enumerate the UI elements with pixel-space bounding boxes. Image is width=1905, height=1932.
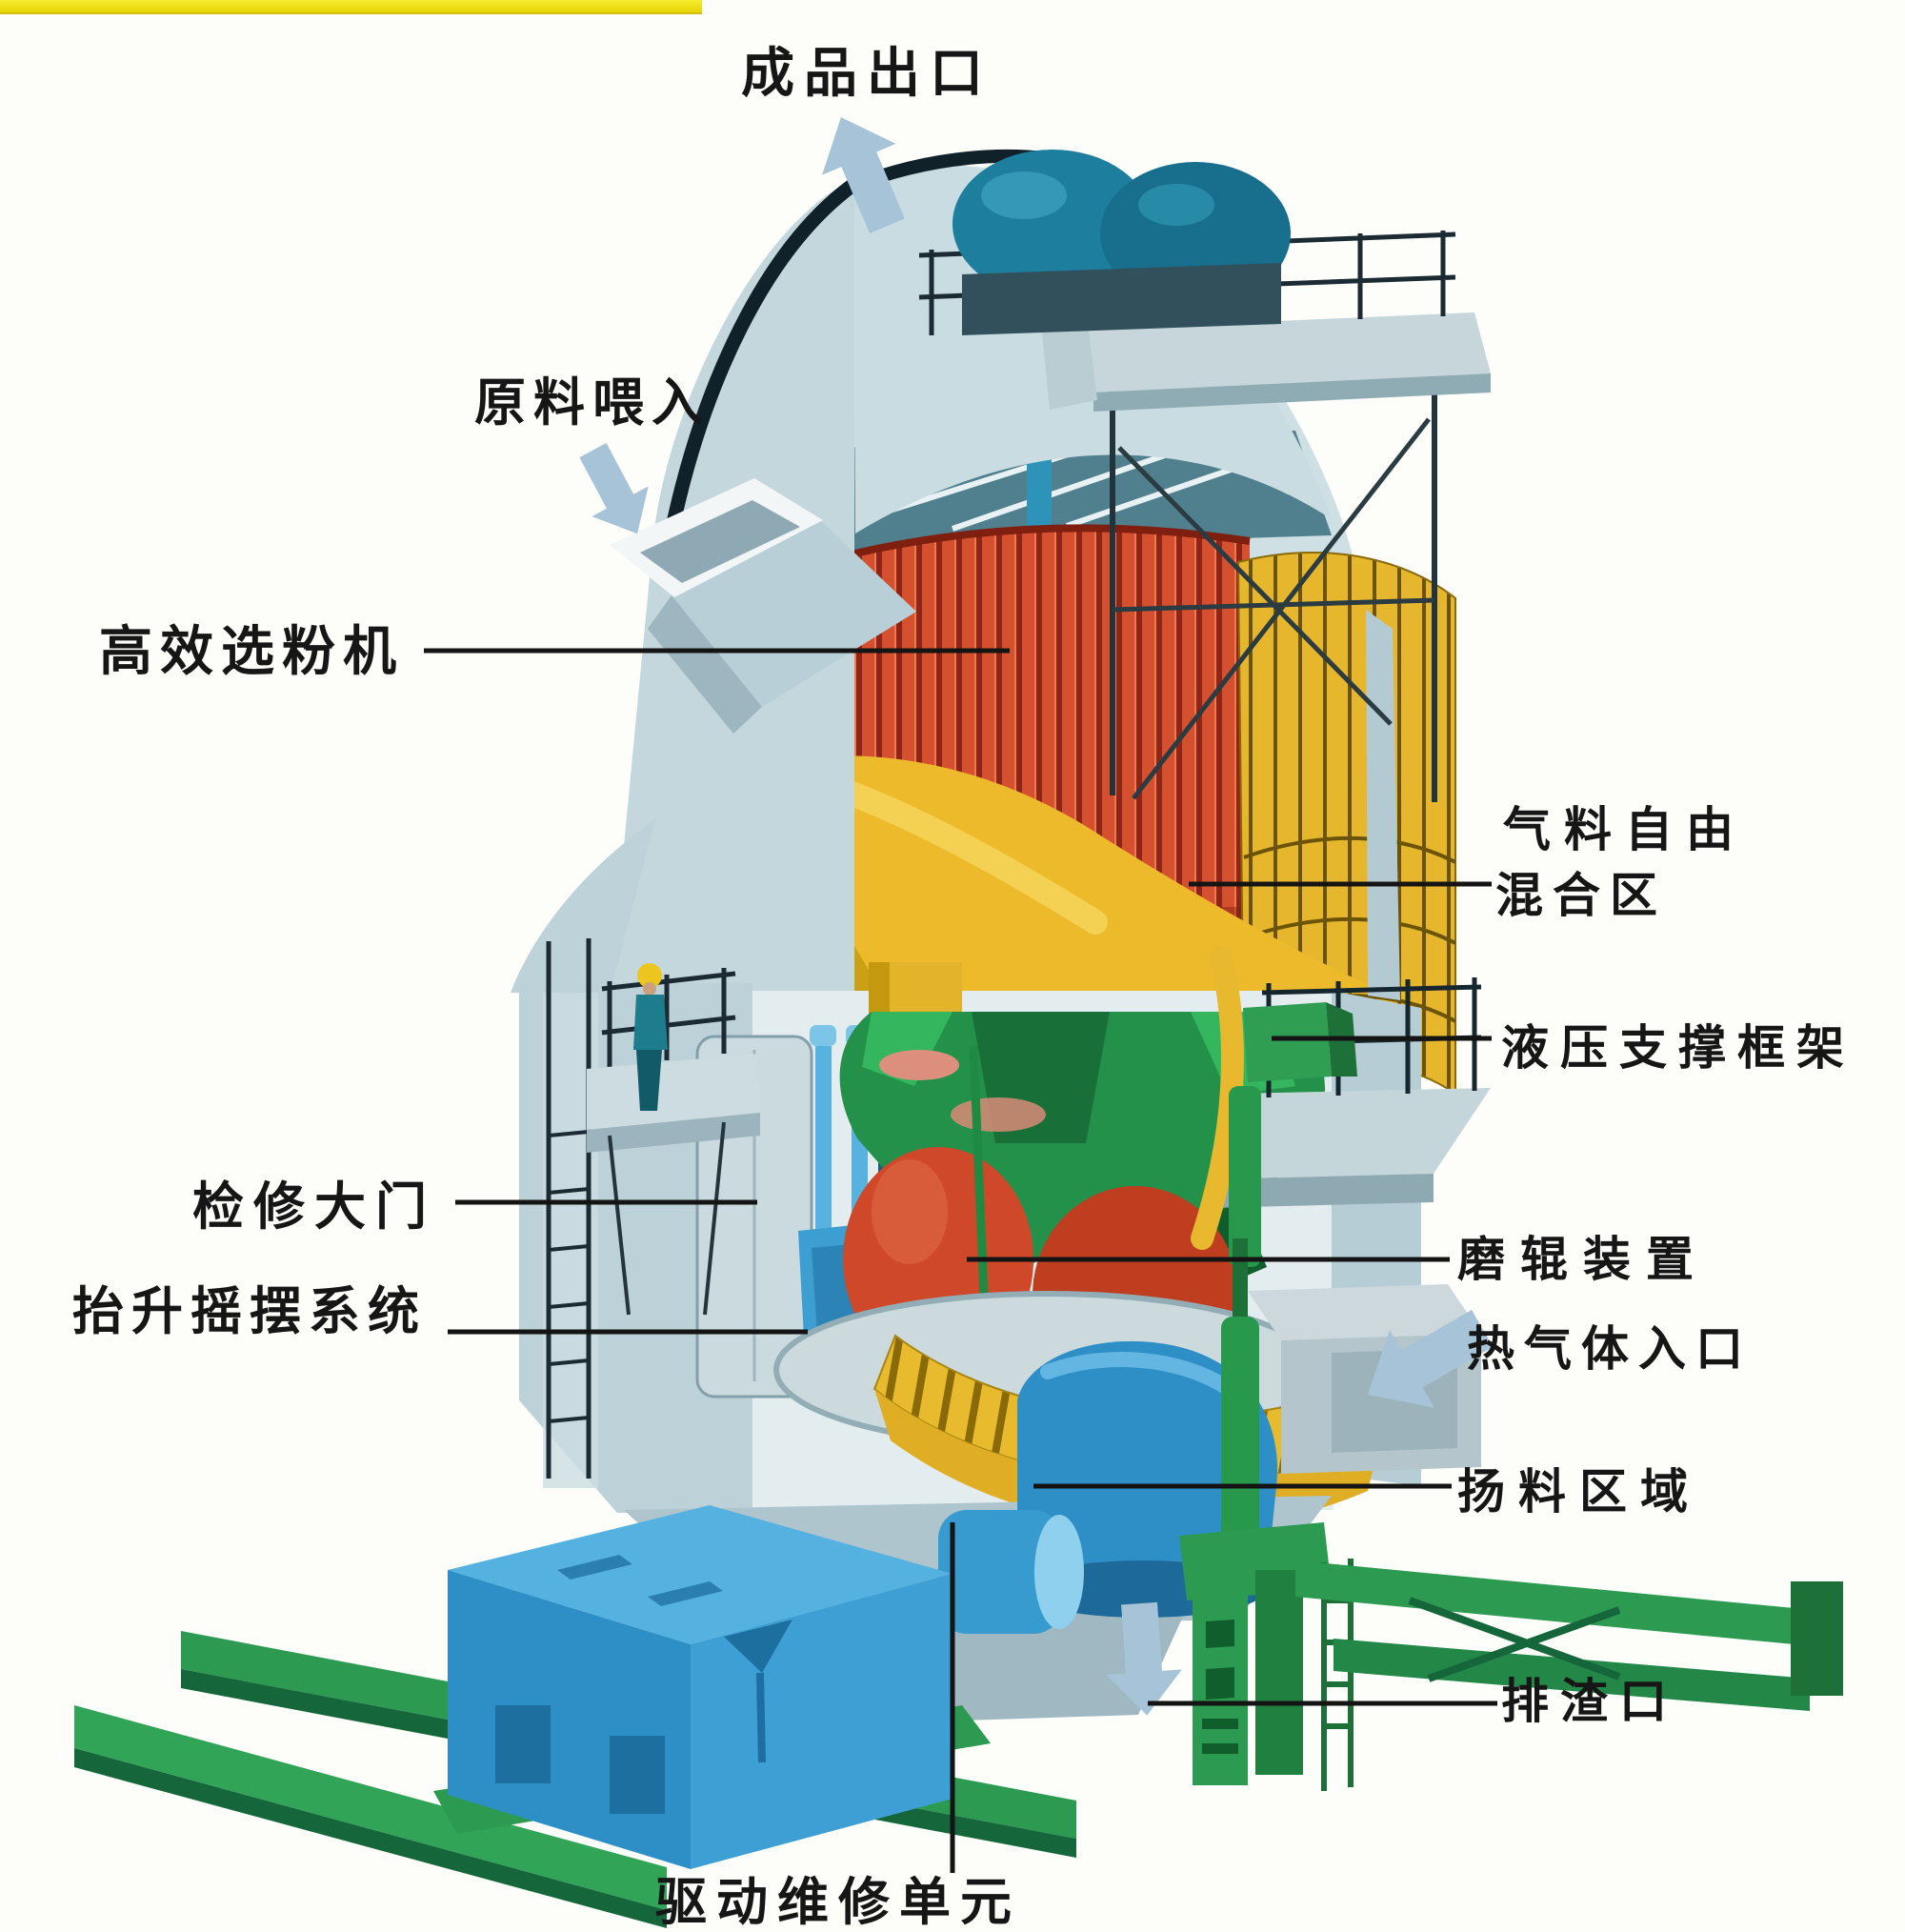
right-deck <box>1210 1088 1491 1179</box>
right-deck-edge <box>1210 1174 1434 1208</box>
feed-arrow-icon <box>579 443 649 534</box>
tower-hole-2 <box>1206 1667 1234 1700</box>
top-platform <box>918 150 1491 802</box>
label-classifier: 高效选粉机 <box>99 621 404 681</box>
table-hint-pink-2 <box>951 1097 1046 1132</box>
motor-panel-1 <box>495 1705 551 1783</box>
scaffold-hangers <box>608 1121 726 1316</box>
platform-braces <box>1112 417 1435 800</box>
label-material-lift-zone: 扬料区域 <box>1457 1465 1701 1519</box>
worker-torso <box>633 995 668 1050</box>
motor-base <box>962 263 1281 335</box>
hydraulic-support-block-green <box>1243 1002 1332 1082</box>
worker-figure <box>633 963 668 1111</box>
label-hydraulic-frame: 液压支撑框架 <box>1501 1021 1855 1075</box>
tower-slot-1 <box>1202 1719 1238 1729</box>
gearbox-highlight <box>1040 1352 1236 1397</box>
cone-highlight <box>826 776 1108 935</box>
motor-vent-2 <box>648 1581 723 1606</box>
motor-funnel-stem <box>756 1672 766 1763</box>
top-yellow-bar <box>0 0 702 14</box>
tower-hydraulic-rod <box>1233 1238 1248 1326</box>
duct-top-face <box>1248 1284 1481 1340</box>
worker-face <box>643 982 656 996</box>
label-drive-service-unit: 驱动维修单元 <box>655 1874 1021 1931</box>
tower-hydraulic-cylinder <box>1221 1317 1259 1545</box>
coupling-face <box>1034 1515 1084 1629</box>
right-base-frame <box>1295 1560 1843 1711</box>
up-arrow-icon <box>822 117 905 234</box>
platform-stair <box>1040 307 1097 410</box>
chute-mouth-shadow <box>640 500 800 583</box>
hot-gas-arrow-icon <box>1367 1310 1494 1408</box>
access-scaffold <box>546 938 760 1479</box>
platform-legs <box>1110 381 1437 802</box>
tower-hole-1 <box>1206 1620 1234 1648</box>
label-raw-feed: 原料喂入 <box>474 374 711 432</box>
feed-chute <box>610 478 916 734</box>
tower-slot-2 <box>1202 1743 1238 1754</box>
platform-railing-left <box>601 968 736 1067</box>
motor-panel-2 <box>610 1736 665 1814</box>
rail-front-edge <box>74 1748 667 1928</box>
frame-end-block <box>1791 1581 1843 1696</box>
label-maintenance-door: 检修大门 <box>192 1178 436 1236</box>
platform-deck-edge <box>1093 373 1491 412</box>
hot-gas-duct <box>1248 1284 1481 1474</box>
label-mixing-zone-line1: 气料自由 <box>1503 803 1747 856</box>
label-finished-outlet: 成品出口 <box>741 43 993 103</box>
ladder-rungs <box>548 1130 590 1423</box>
down-arrow-icon <box>1106 1601 1182 1716</box>
motor-highlight-2 <box>1138 184 1214 226</box>
platform-deck <box>1081 312 1491 392</box>
green-cylinder-column <box>1229 1086 1261 1267</box>
label-slag-outlet: 排渣口 <box>1501 1675 1678 1728</box>
ladder-rails <box>546 938 592 1479</box>
frame-beam-upper <box>1295 1560 1834 1648</box>
worker-legs <box>636 1050 662 1111</box>
chute-under <box>648 595 762 734</box>
hood-left-dark-edge <box>662 179 858 549</box>
tower-column-rear <box>1255 1570 1303 1775</box>
motor-vent-1 <box>557 1555 632 1580</box>
motor-top-face <box>448 1505 952 1644</box>
scaffold-deck-edge <box>587 1113 760 1153</box>
classifier-cage-top-rim <box>850 524 1251 558</box>
label-mixing-zone-line2: 混合区 <box>1495 869 1667 922</box>
roller-highlight <box>872 1159 948 1264</box>
motor-highlight <box>981 171 1067 219</box>
label-hot-gas-inlet: 热气体入口 <box>1467 1322 1753 1376</box>
rail-front <box>74 1705 667 1910</box>
coupling-housing <box>938 1510 1062 1634</box>
table-hint-pink-1 <box>879 1050 959 1080</box>
worker-helmet <box>637 963 662 988</box>
green-pedestal-tower <box>1179 1238 1354 1791</box>
drive-motor <box>433 1505 991 1869</box>
frame-x-braces <box>1408 1597 1621 1682</box>
flow-arrows <box>579 117 1494 1716</box>
hydraulic-cap-1 <box>810 1025 836 1046</box>
motor-funnel-mark <box>724 1620 792 1673</box>
scaffold-deck <box>587 1054 760 1130</box>
label-roller-device: 磨辊装置 <box>1457 1233 1709 1286</box>
frame-beam-lower <box>1334 1639 1810 1711</box>
leader-lines <box>424 648 1497 1873</box>
label-lift-swing-system: 抬升摇摆系统 <box>72 1283 427 1340</box>
base-assembly <box>74 1238 1843 1928</box>
